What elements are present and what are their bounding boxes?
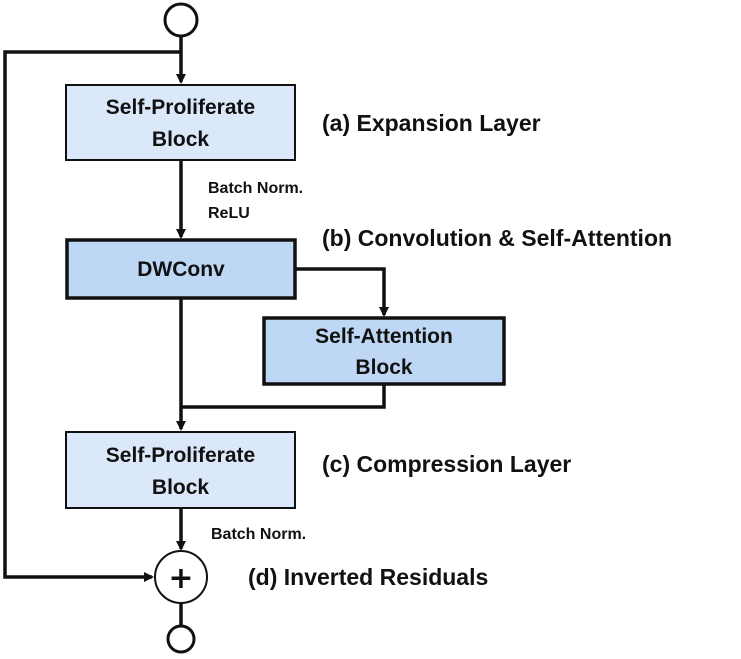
relu-label: ReLU [208, 205, 250, 222]
compression-block-label-line1: Self-Proliferate [106, 444, 255, 467]
compression-layer-label: (c) Compression Layer [322, 451, 571, 477]
self-attention-block-label-line2: Block [355, 356, 413, 379]
self-attention-block-label-line1: Self-Attention [315, 325, 453, 348]
attention-merge-path [181, 384, 386, 409]
self-attention-block [262, 316, 506, 386]
convolution-self-attention-label: (b) Convolution & Self-Attention [322, 225, 672, 251]
inverted-residuals-label: (d) Inverted Residuals [248, 564, 488, 590]
batch-norm-label-1: Batch Norm. [208, 180, 303, 197]
compression-block [65, 431, 296, 509]
expansion-block-label-line2: Block [152, 128, 210, 151]
batch-norm-label-2: Batch Norm. [211, 526, 306, 543]
arrow-dwconv-to-attention [295, 267, 389, 317]
output-node [166, 624, 196, 654]
expansion-block-label-line1: Self-Proliferate [106, 96, 255, 119]
dwconv-block [65, 238, 297, 300]
dwconv-block-label: DWConv [137, 258, 225, 281]
residual-skip-connection [3, 50, 181, 582]
plus-icon: + [168, 561, 193, 596]
input-node [163, 2, 199, 38]
expansion-block [65, 84, 296, 161]
compression-block-label-line2: Block [152, 476, 210, 499]
expansion-layer-label: (a) Expansion Layer [322, 110, 541, 136]
